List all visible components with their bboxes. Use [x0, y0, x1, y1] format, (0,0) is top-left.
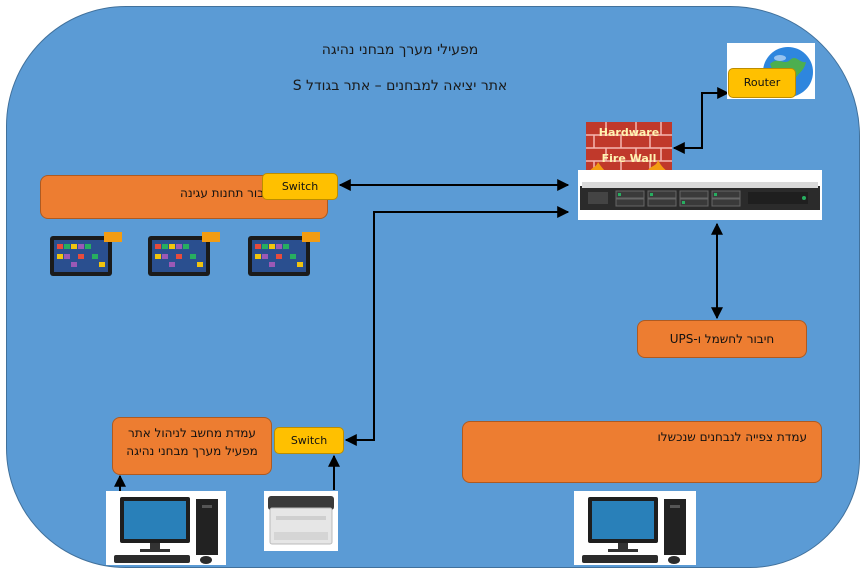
router-box: Router	[728, 68, 796, 98]
connector-router-firewall	[672, 87, 730, 154]
top-switch-box: Switch	[262, 173, 338, 200]
tablet-icon	[50, 232, 122, 276]
viewing-station-box: עמדת צפייה לנבחנים שנכשלו	[462, 421, 822, 483]
firewall-label-top: Hardware	[598, 126, 660, 139]
tablet-icon	[148, 232, 220, 276]
admin-workstation-box: עמדת מחשב לניהול אתר מפעיל מערך מבחני נה…	[112, 417, 272, 475]
server-rack-icon	[580, 182, 820, 210]
firewall-label-bottom: Fire Wall	[601, 152, 657, 165]
printer-icon	[268, 496, 334, 545]
desktop-computer-icon	[114, 497, 218, 564]
tablet-icon	[248, 232, 320, 276]
connector-bottom-switch-server	[344, 206, 570, 446]
bottom-switch-box: Switch	[274, 427, 344, 454]
desktop-computer-icon	[582, 497, 686, 564]
diagram-subtitle: אתר יציאה למבחנים – אתר בגודל S	[292, 78, 508, 94]
diagram-title: מפעילי מערך מבחני נהיגה	[321, 42, 479, 58]
brick-wall-icon	[586, 122, 672, 174]
ups-box: חיבור לחשמל ו-UPS	[637, 320, 807, 358]
